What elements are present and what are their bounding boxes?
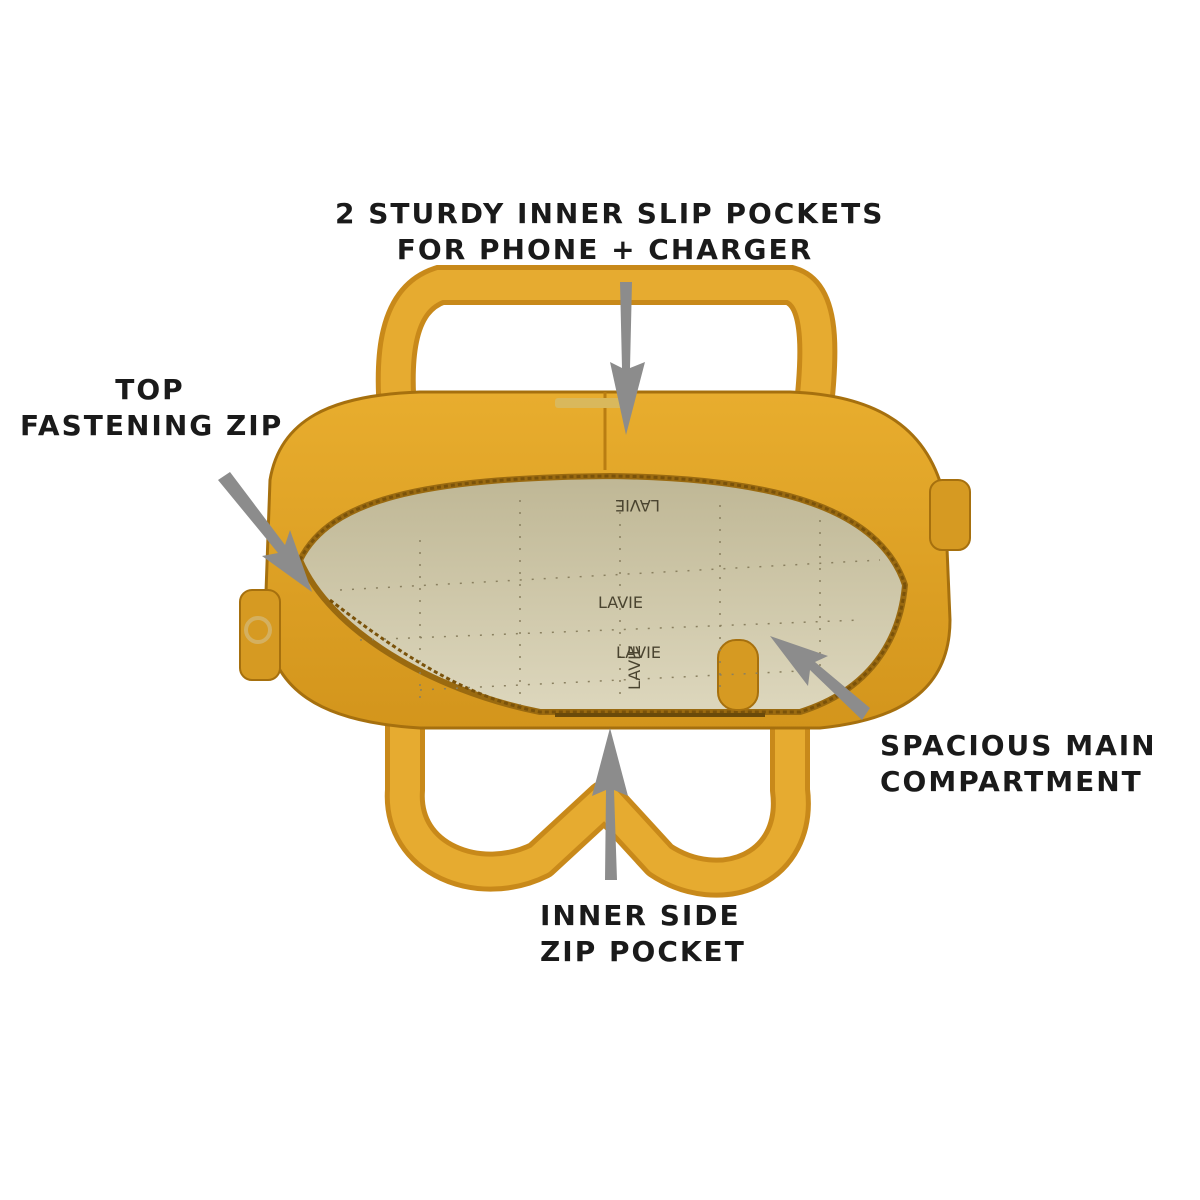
- inner-pocket-arrow: [592, 728, 628, 880]
- zip-arrow: [218, 472, 312, 592]
- lining-text-group: LAVIE LAVIE LAVIE LAVIE: [598, 496, 661, 690]
- lining-logo-1: LAVIE: [598, 593, 643, 612]
- lining-logo-2: LAVIE: [616, 643, 661, 662]
- lining-logo-3: LAVIE: [625, 645, 644, 690]
- annotation-inner-zip-pocket-line1: INNER SIDE: [540, 899, 741, 932]
- annotation-slip-pockets: 2 STURDY INNER SLIP POCKETS FOR PHONE + …: [335, 196, 885, 268]
- annotation-inner-zip-pocket-line2: ZIP POCKET: [540, 935, 746, 968]
- main-compartment-arrow: [770, 636, 870, 720]
- bottom-handles: [384, 710, 811, 898]
- annotation-main-compartment-line2: COMPARTMENT: [880, 765, 1143, 798]
- annotation-slip-pockets-line1: 2 STURDY INNER SLIP POCKETS: [335, 197, 885, 230]
- annotation-slip-pockets-line2: FOR PHONE + CHARGER: [396, 233, 814, 266]
- annotation-inner-zip-pocket: INNER SIDE ZIP POCKET: [540, 898, 746, 970]
- arrows: [218, 282, 870, 880]
- annotation-main-compartment-line1: SPACIOUS MAIN: [880, 729, 1157, 762]
- pockets-arrow: [610, 282, 645, 435]
- annotation-main-compartment: SPACIOUS MAIN COMPARTMENT: [880, 728, 1157, 800]
- annotation-top-zip-line2: FASTENING ZIP: [20, 409, 284, 442]
- annotation-top-zip: TOP FASTENING ZIP: [20, 372, 284, 444]
- top-handles: [375, 265, 838, 460]
- bag-opening: [296, 472, 909, 717]
- annotation-top-zip-line1: TOP: [115, 373, 185, 406]
- lining-logo-4: LAVIE: [615, 496, 660, 515]
